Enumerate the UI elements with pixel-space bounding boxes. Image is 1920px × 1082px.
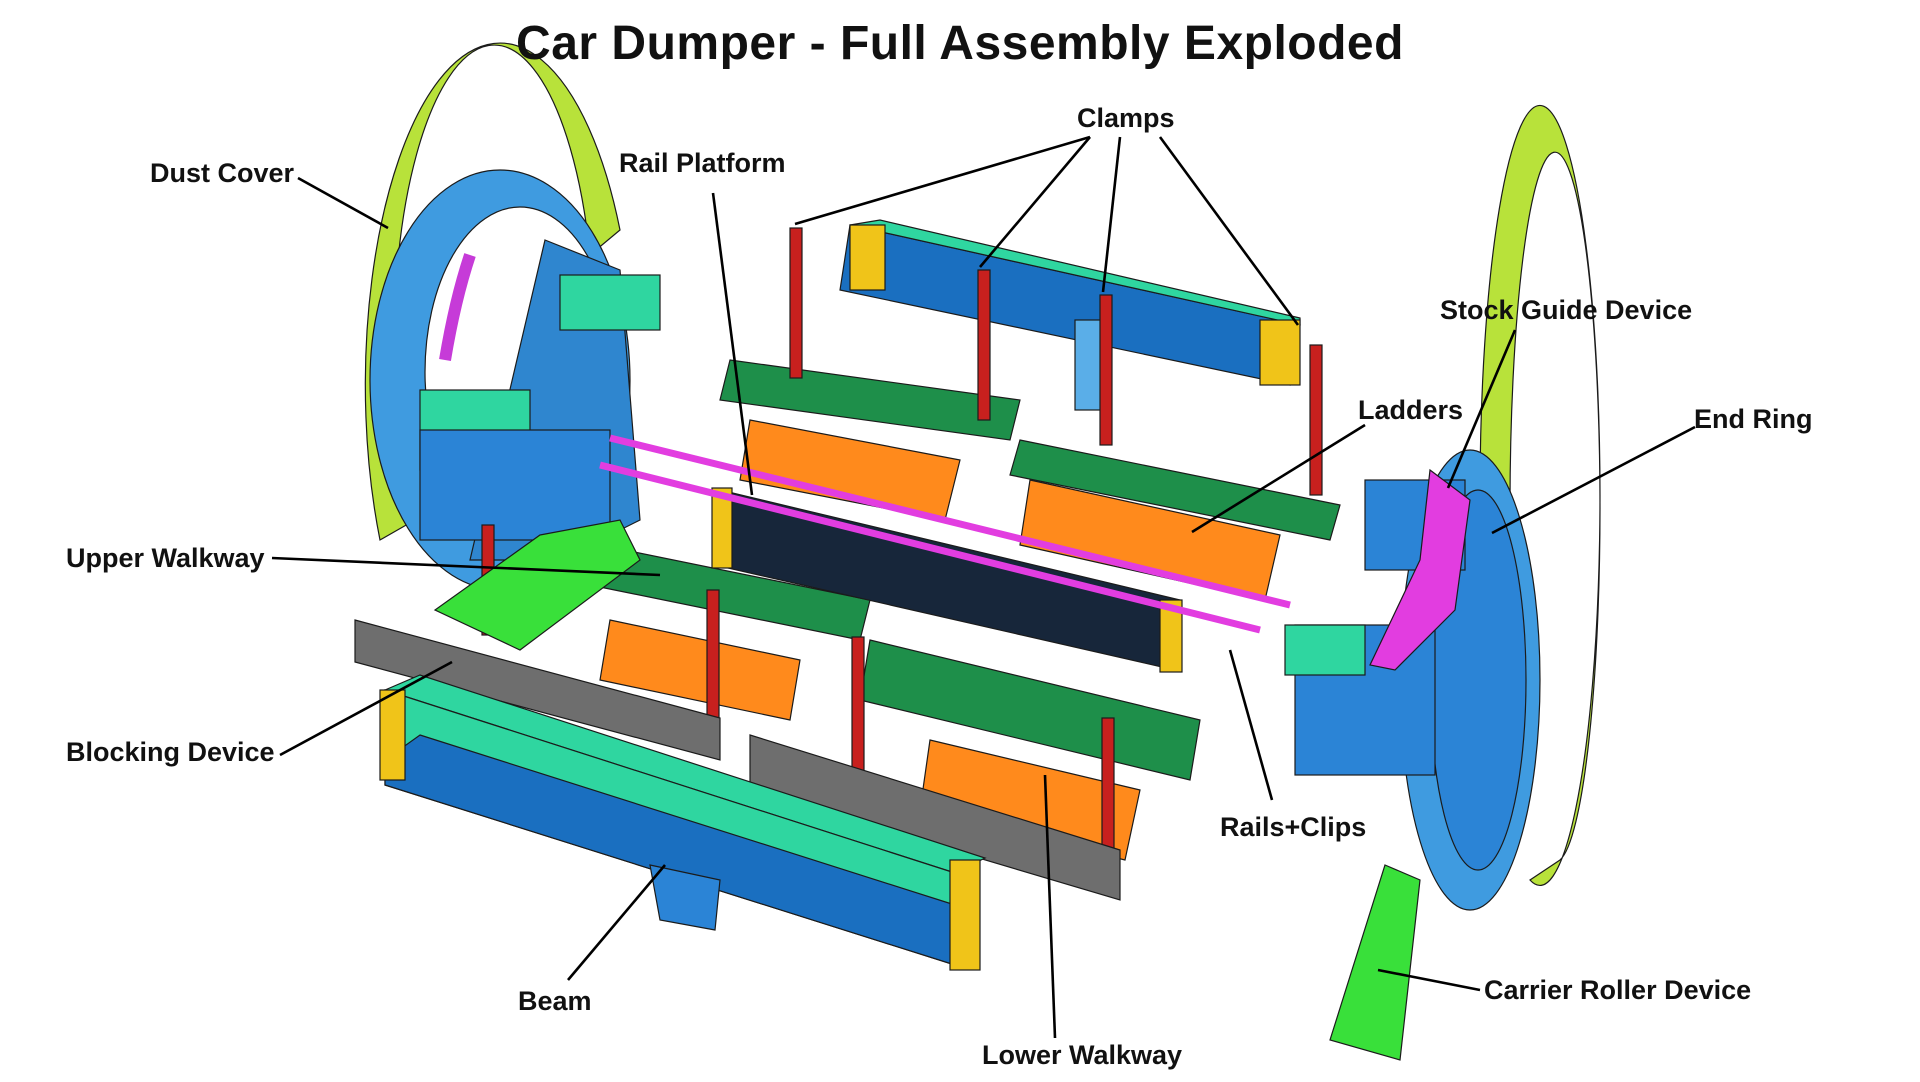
leader-blocking-device xyxy=(279,660,453,757)
leader-lines xyxy=(271,135,1696,1039)
leader-upper-walkway xyxy=(271,556,661,577)
label-ladders: Ladders xyxy=(1358,395,1464,425)
label-clamps: Clamps xyxy=(1077,103,1175,133)
label-carrier-roller-device: Carrier Roller Device xyxy=(1484,975,1752,1005)
leader-stock-guide xyxy=(1446,329,1517,489)
rail-platform-part xyxy=(711,487,1183,673)
upper-walkway-part xyxy=(589,359,1341,781)
leader-clamps-4 xyxy=(1158,136,1300,326)
label-dust-cover: Dust Cover xyxy=(150,158,295,188)
leader-lower-walkway xyxy=(1043,774,1057,1039)
leader-end-ring xyxy=(1491,425,1696,535)
rails-clips-part xyxy=(599,434,1291,634)
carrier-roller-part xyxy=(1329,864,1421,1061)
leader-beam xyxy=(567,864,666,981)
leader-dust-cover xyxy=(297,176,389,230)
leader-carrier-roller xyxy=(1377,968,1481,992)
clamps-part xyxy=(481,227,1323,869)
leader-rails-clips xyxy=(1228,649,1274,801)
page-title: Car Dumper - Full Assembly Exploded xyxy=(516,17,1404,70)
label-rail-platform: Rail Platform xyxy=(619,148,786,178)
left-end-ring-part xyxy=(369,169,661,591)
label-beam: Beam xyxy=(518,986,592,1016)
lower-beam-part xyxy=(379,674,987,971)
leader-clamps-3 xyxy=(1101,136,1122,293)
leader-clamps-1 xyxy=(794,135,1091,226)
label-blocking-device: Blocking Device xyxy=(66,737,275,767)
stock-guide-part xyxy=(1369,468,1471,671)
ladders-part xyxy=(599,419,1281,861)
blocking-device-part xyxy=(354,619,1121,901)
leader-ladders xyxy=(1191,423,1366,534)
label-upper-walkway: Upper Walkway xyxy=(66,543,265,573)
left-carrier-part xyxy=(433,519,641,651)
leader-clamps-2 xyxy=(979,136,1091,268)
label-stock-guide-device: Stock Guide Device xyxy=(1440,295,1693,325)
top-beam-part xyxy=(839,219,1301,411)
label-end-ring: End Ring xyxy=(1694,404,1813,434)
label-lower-walkway: Lower Walkway xyxy=(982,1040,1183,1070)
leader-rail-platform xyxy=(711,192,754,496)
label-rails-clips: Rails+Clips xyxy=(1220,812,1367,842)
